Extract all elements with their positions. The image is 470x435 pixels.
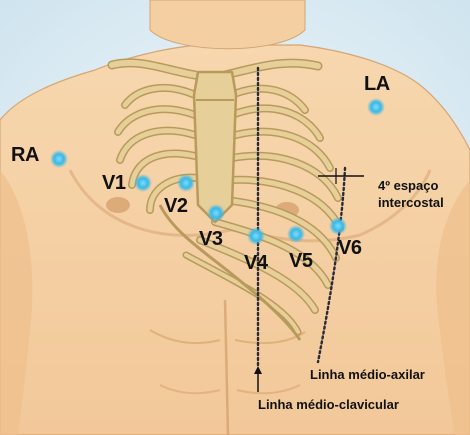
electrode-v5	[287, 225, 305, 243]
label-la: LA	[364, 74, 390, 94]
electrode-v4	[247, 227, 265, 245]
intercostal-line2: intercostal	[378, 194, 444, 211]
electrode-v6	[329, 217, 347, 235]
intercostal-annotation: 4º espaço intercostal	[378, 177, 444, 211]
electrode-v2	[177, 174, 195, 192]
label-v4: V4	[244, 253, 267, 273]
label-v1: V1	[102, 173, 125, 193]
electrode-ra	[50, 150, 68, 168]
mid-axillary-label: Linha médio-axilar	[310, 366, 425, 383]
label-v2: V2	[164, 196, 187, 216]
neck	[150, 0, 305, 49]
electrode-v1	[134, 174, 152, 192]
label-v5: V5	[289, 251, 312, 271]
label-ra: RA	[11, 145, 39, 165]
mid-clavicular-label: Linha médio-clavicular	[258, 396, 399, 413]
right-nipple	[106, 197, 130, 213]
sternum	[194, 72, 236, 222]
label-v6: V6	[338, 238, 361, 258]
electrode-la	[367, 98, 385, 116]
electrode-v3	[207, 204, 225, 222]
intercostal-line1: 4º espaço	[378, 177, 444, 194]
label-v3: V3	[199, 229, 222, 249]
